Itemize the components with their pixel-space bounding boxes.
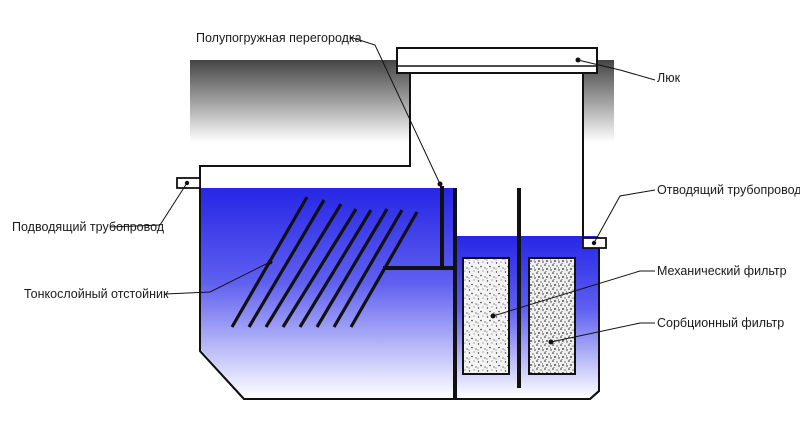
label-settler: Тонкослойный отстойник (24, 287, 169, 301)
mechanical-filter (462, 257, 510, 375)
leader-lines (109, 36, 656, 343)
label-mech-filter: Механический фильтр (657, 264, 787, 278)
sorption-filter (528, 257, 576, 375)
semi-submerged-partition (440, 186, 444, 266)
label-partition: Полупогружная перегородка (196, 31, 362, 45)
water-settler (201, 188, 455, 398)
label-sorb-filter: Сорбционный фильтр (657, 316, 784, 330)
label-hatch: Люк (657, 71, 681, 85)
bottom-shelf (383, 266, 455, 270)
filter-divider (517, 188, 521, 388)
label-inlet: Подводящий трубопровод (12, 220, 165, 234)
leader-dots (267, 57, 581, 345)
partition-wall (453, 188, 457, 398)
hatch (396, 47, 598, 74)
label-outlet: Отводящий трубопровод (657, 183, 800, 197)
